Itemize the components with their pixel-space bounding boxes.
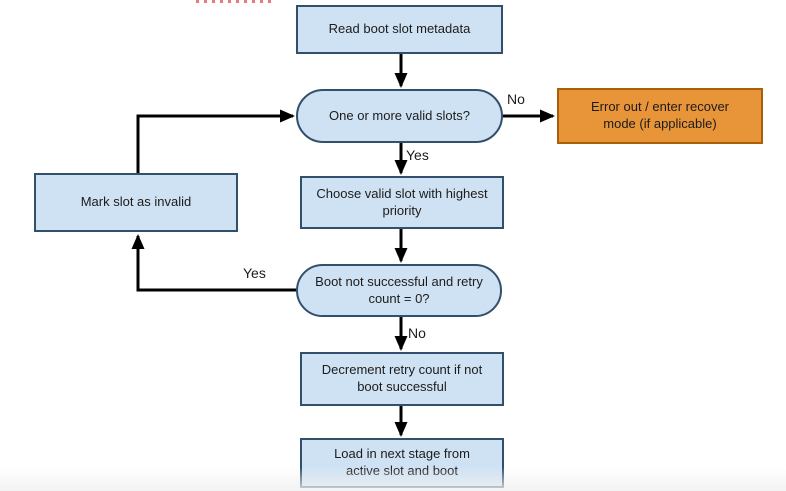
node-decision-boot-retry: Boot not successful and retry count = 0? [296, 264, 502, 317]
node-label: Decrement retry count if not boot succes… [321, 362, 483, 394]
node-decrement-retry-count: Decrement retry count if not boot succes… [300, 352, 504, 406]
edge-label-no-to-error: No [507, 91, 525, 107]
node-label: Read boot slot metadata [328, 21, 471, 37]
node-label: One or more valid slots? [329, 107, 470, 123]
node-read-boot-slot-metadata: Read boot slot metadata [296, 5, 503, 54]
node-load-next-stage: Load in next stage from active slot and … [300, 438, 504, 488]
edge-mark-to-valid [136, 109, 295, 173]
node-label: Error out / enter recover mode (if appli… [591, 99, 729, 131]
node-mark-slot-invalid: Mark slot as invalid [34, 173, 238, 232]
edge-label-no-to-decrement: No [408, 325, 426, 341]
node-label: Mark slot as invalid [80, 194, 192, 210]
edge-label-yes-to-mark: Yes [243, 265, 266, 281]
node-decision-valid-slots: One or more valid slots? [296, 89, 503, 143]
node-choose-valid-slot: Choose valid slot with highest priority [300, 176, 504, 229]
cropped-red-dotted-marks [196, 0, 274, 3]
node-label: Boot not successful and retry count = 0? [315, 273, 483, 306]
edge-retry-to-mark [131, 234, 296, 292]
node-error-recover-mode: Error out / enter recover mode (if appli… [557, 88, 763, 144]
node-label: Choose valid slot with highest priority [316, 185, 488, 218]
node-label: Load in next stage from active slot and … [334, 446, 470, 478]
edge-label-yes-to-choose: Yes [406, 147, 429, 163]
